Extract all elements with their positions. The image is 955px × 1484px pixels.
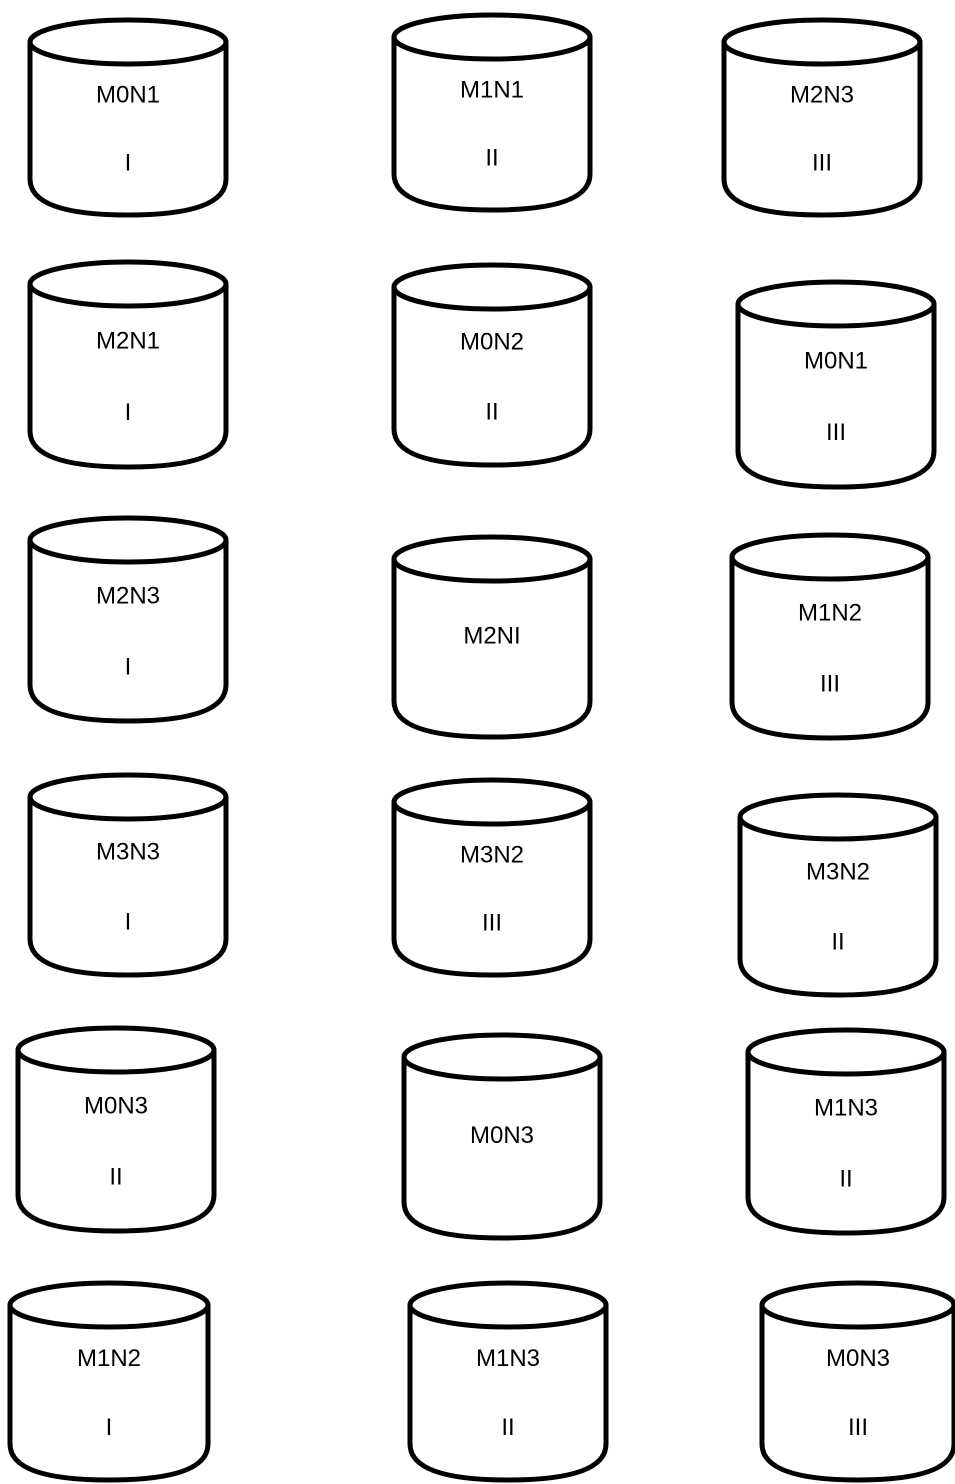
cylinder-code-label: M1N2 bbox=[77, 1345, 141, 1372]
cylinder-code-label: M2N3 bbox=[790, 81, 854, 108]
cylinder-top bbox=[391, 262, 593, 312]
cylinder-body bbox=[27, 39, 229, 218]
cylinder-top bbox=[401, 1032, 603, 1082]
cylinder-code-label: M0N3 bbox=[84, 1093, 148, 1120]
cylinder-body bbox=[759, 1302, 955, 1483]
cylinder-grade-label: III bbox=[812, 150, 832, 177]
cylinder-grade-label: III bbox=[820, 671, 840, 698]
cylinder-top bbox=[27, 259, 229, 309]
cylinder-top bbox=[391, 534, 593, 584]
cylinder-code-label: M1N2 bbox=[798, 600, 862, 627]
cylinder-body bbox=[27, 794, 229, 978]
cylinder-body bbox=[27, 281, 229, 470]
cylinder-top bbox=[391, 12, 593, 62]
cylinder-body bbox=[745, 1049, 947, 1236]
cylinder-body bbox=[729, 554, 931, 741]
cylinder-grade-label: I bbox=[125, 399, 132, 426]
cylinder: M2NI bbox=[391, 534, 593, 740]
cylinder-grade-label: I bbox=[125, 654, 132, 681]
cylinder-grade-label: II bbox=[485, 398, 498, 425]
cylinder-body bbox=[407, 1302, 609, 1483]
cylinder-top bbox=[735, 279, 937, 329]
cylinder-top bbox=[721, 17, 923, 67]
cylinder-code-label: M0N1 bbox=[804, 347, 868, 374]
cylinder-grade-label: II bbox=[831, 928, 844, 955]
cylinder-code-label: M0N2 bbox=[460, 328, 524, 355]
cylinder-grade-label: I bbox=[125, 908, 132, 935]
cylinder-code-label: M0N1 bbox=[96, 81, 160, 108]
cylinder-top bbox=[27, 17, 229, 67]
cylinder-body bbox=[391, 556, 593, 740]
cylinder-code-label: M3N2 bbox=[806, 858, 870, 885]
cylinder-code-label: M1N3 bbox=[476, 1345, 540, 1372]
cylinder-code-label: M1N1 bbox=[460, 76, 524, 103]
cylinder-code-label: M2N3 bbox=[96, 583, 160, 610]
cylinder-body bbox=[735, 301, 937, 490]
cylinder-top bbox=[27, 772, 229, 822]
cylinder-body bbox=[391, 284, 593, 468]
cylinder-grade-label: III bbox=[826, 419, 846, 446]
cylinder-body bbox=[401, 1054, 603, 1241]
cylinder-grade-label: II bbox=[109, 1164, 122, 1191]
cylinder-grade-label: II bbox=[839, 1166, 852, 1193]
cylinder-grade-label: II bbox=[485, 145, 498, 172]
cylinder-code-label: M0N3 bbox=[826, 1345, 890, 1372]
cylinder-top bbox=[27, 515, 229, 565]
cylinder-top bbox=[7, 1280, 211, 1330]
cylinder: M0N3 bbox=[401, 1032, 603, 1241]
cylinder-body bbox=[27, 537, 229, 724]
cylinder-code-label: M0N3 bbox=[470, 1122, 534, 1149]
cylinder-code-label: M3N2 bbox=[460, 841, 524, 868]
cylinder-top bbox=[407, 1280, 609, 1330]
cylinder-code-label: M3N3 bbox=[96, 838, 160, 865]
cylinder-top bbox=[759, 1280, 955, 1330]
cylinder-grade-label: III bbox=[482, 910, 502, 937]
cylinder-body bbox=[721, 39, 923, 218]
cylinder-top bbox=[729, 532, 931, 582]
cylinder-body bbox=[7, 1302, 211, 1483]
cylinder-grade-label: III bbox=[848, 1414, 868, 1441]
cylinder-body bbox=[391, 34, 593, 213]
cylinder-grade-label: I bbox=[106, 1414, 113, 1441]
cylinder-grade-label: I bbox=[125, 150, 132, 177]
cylinder-body bbox=[391, 799, 593, 978]
cylinder-code-label: M2NI bbox=[463, 622, 520, 649]
cylinder-body bbox=[15, 1047, 217, 1234]
cylinder-top bbox=[737, 792, 939, 842]
cylinder-top bbox=[391, 777, 593, 827]
cylinder-code-label: M2N1 bbox=[96, 327, 160, 354]
cylinder-top bbox=[15, 1025, 217, 1075]
cylinder-code-label: M1N3 bbox=[814, 1095, 878, 1122]
cylinder-grade-label: II bbox=[501, 1414, 514, 1441]
cylinder-body bbox=[737, 814, 939, 998]
cylinder-top bbox=[745, 1027, 947, 1077]
